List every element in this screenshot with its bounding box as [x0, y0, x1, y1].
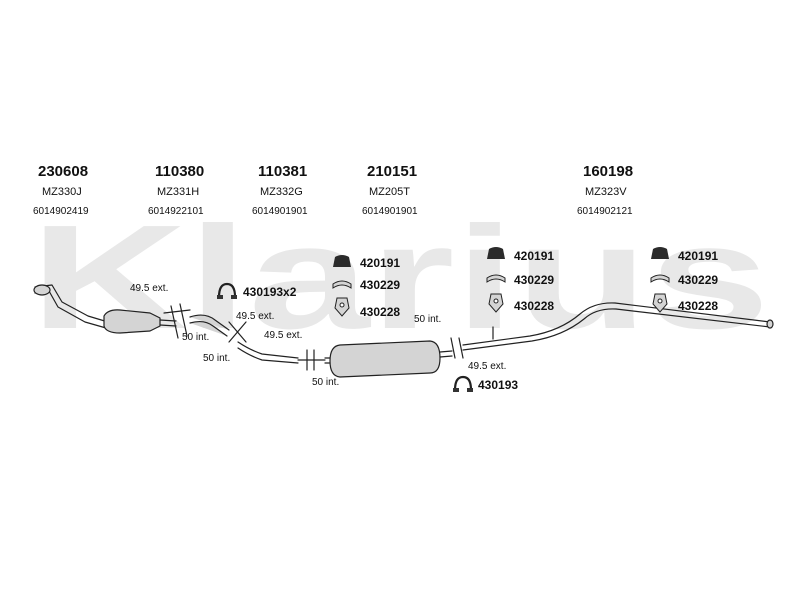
rubber-hanger-icon — [487, 247, 505, 259]
mount-group-1-part-3: 430228 — [360, 305, 401, 319]
mounting-strap-icon — [486, 274, 506, 283]
mount-group-2-part-2: 430229 — [514, 273, 555, 287]
tailpipe — [462, 302, 771, 351]
mount-group-1-part-2: 430229 — [360, 278, 401, 292]
mounting-bracket-icon — [334, 297, 350, 317]
clamp-a-part-number: 430193x2 — [243, 285, 297, 299]
section-2-part-number: 110380 — [155, 163, 205, 180]
rubber-hanger-icon — [333, 255, 351, 267]
tailpipe-outlet — [766, 319, 774, 329]
section-5-model-code: MZ323V — [585, 186, 627, 198]
mount-group-3-part-1: 420191 — [678, 249, 719, 263]
joint-3-int-label: 50 int. — [312, 377, 340, 388]
intermediate-pipe-1 — [189, 314, 230, 337]
clamp-icon — [453, 375, 473, 392]
section-4-ean: 6014901901 — [362, 206, 418, 217]
joint-1-int-label: 50 int. — [182, 332, 210, 343]
clamp-b-part-number: 430193 — [478, 378, 519, 392]
joint-3-ext-label: 49.5 ext. — [264, 330, 303, 341]
section-1-part-number: 230608 — [38, 163, 89, 180]
clamp-icon — [217, 282, 237, 299]
section-3-ean: 6014901901 — [252, 206, 308, 217]
section-4-part-number: 210151 — [367, 163, 418, 180]
front-flange — [33, 284, 51, 296]
section-3-model-code: MZ332G — [260, 186, 303, 198]
joint-2-ext-label: 49.5 ext. — [236, 311, 275, 322]
mount-group-3-part-3: 430228 — [678, 299, 719, 313]
mount-group-3-part-2: 430229 — [678, 273, 719, 287]
joint-1-ext-label: 49.5 ext. — [130, 283, 169, 294]
mount-group-1-part-1: 420191 — [360, 256, 401, 270]
section-5-part-number: 160198 — [583, 163, 634, 180]
section-1-ean: 6014902419 — [33, 206, 89, 217]
joint-4-ext-label: 49.5 ext. — [468, 361, 507, 372]
joint-4-int-label: 50 int. — [414, 314, 442, 325]
intermediate-pipe-2 — [237, 341, 299, 364]
mount-group-2-part-1: 420191 — [514, 249, 555, 263]
section-5-ean: 6014902121 — [577, 206, 633, 217]
section-2-ean: 6014922101 — [148, 206, 204, 217]
mounting-bracket-icon — [488, 293, 504, 313]
mounting-strap-icon — [332, 280, 352, 289]
mounting-bracket-icon — [652, 293, 668, 313]
section-1-model-code: MZ330J — [42, 186, 82, 198]
section-3-part-number: 110381 — [258, 163, 308, 180]
rear-silencer — [329, 340, 441, 378]
mounting-strap-icon — [650, 274, 670, 283]
rubber-hanger-icon — [651, 247, 669, 259]
section-4-model-code: MZ205T — [369, 186, 410, 198]
joint-2-int-label: 50 int. — [203, 353, 231, 364]
section-2-model-code: MZ331H — [157, 186, 200, 198]
mount-group-2-part-3: 430228 — [514, 299, 555, 313]
catalytic-converter — [103, 309, 161, 334]
